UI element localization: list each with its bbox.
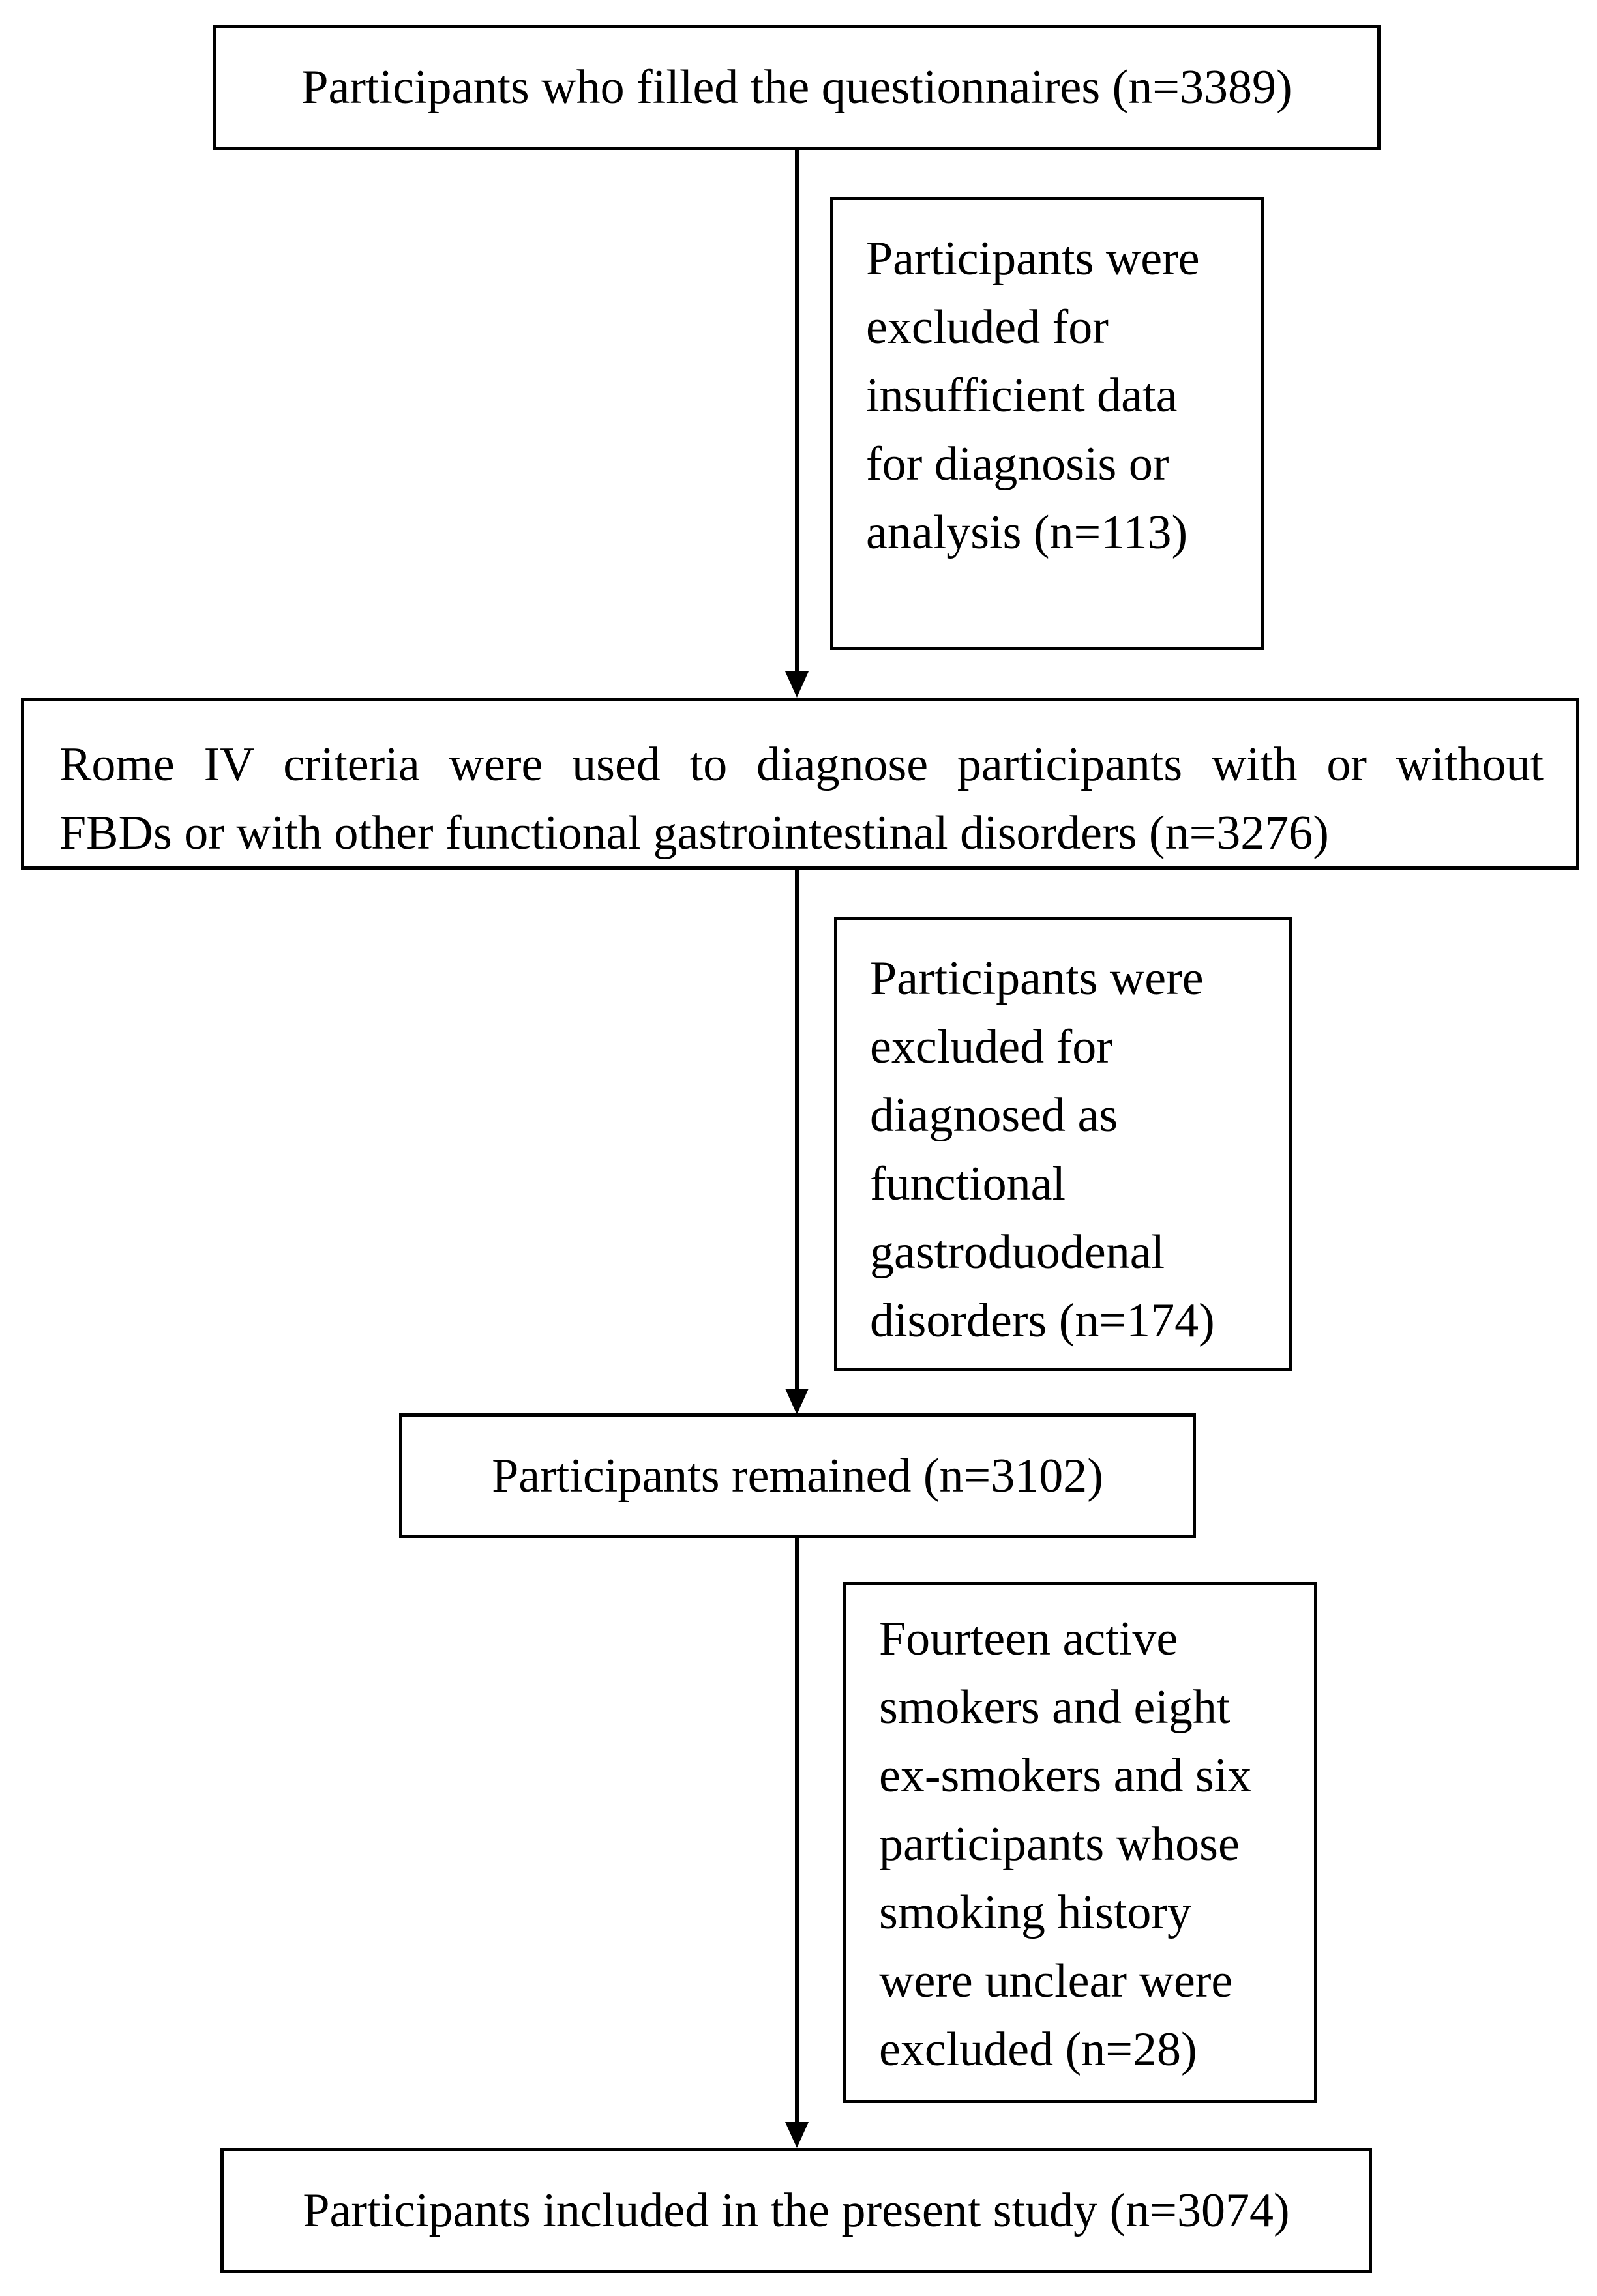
exclusion-box-1: Participants were excluded for insuffici… — [830, 197, 1264, 650]
start-box-text: Participants who filled the questionnair… — [301, 60, 1292, 114]
exclusion-1-line: analysis (n=113) — [866, 506, 1188, 559]
exclusion-1-line: Participants were — [866, 232, 1200, 286]
exclusion-3-line: participants whose — [879, 1818, 1240, 1871]
diagnosis-box: Rome IV criteria were used to diagnose p… — [21, 698, 1579, 870]
exclusion-3-line: excluded (n=28) — [879, 2023, 1197, 2076]
arrow-diagnosis-to-remained — [785, 868, 809, 1415]
exclusion-3-line: smokers and eight — [879, 1681, 1231, 1734]
exclusion-1-line: insufficient data — [866, 369, 1178, 422]
exclusion-2-line: gastroduodenal — [870, 1226, 1165, 1279]
exclusion-3-line: smoking history — [879, 1886, 1191, 1939]
final-box-text: Participants included in the present stu… — [303, 2183, 1290, 2237]
exclusion-3-line: were unclear were — [879, 1954, 1233, 2008]
exclusion-3-line: ex-smokers and six — [879, 1749, 1252, 1803]
start-box: Participants who filled the questionnair… — [213, 25, 1381, 150]
remained-box-text: Participants remained (n=3102) — [492, 1449, 1103, 1503]
exclusion-3-line: Fourteen active — [879, 1612, 1178, 1666]
remained-box: Participants remained (n=3102) — [399, 1413, 1196, 1538]
exclusion-1-line: excluded for — [866, 301, 1109, 354]
exclusion-2-line: disorders (n=174) — [870, 1294, 1215, 1347]
diagnosis-line-1: Rome IV criteria were used to diagnose p… — [59, 738, 1544, 791]
exclusion-box-3: Fourteen active smokers and eight ex-smo… — [843, 1582, 1317, 2103]
exclusion-2-line: diagnosed as — [870, 1089, 1118, 1142]
exclusion-box-2: Participants were excluded for diagnosed… — [834, 917, 1292, 1371]
arrow-start-to-diagnosis — [785, 149, 809, 698]
exclusion-1-line: for diagnosis or — [866, 437, 1169, 491]
final-box: Participants included in the present stu… — [220, 2148, 1372, 2273]
exclusion-2-line: functional — [870, 1157, 1066, 1211]
exclusion-2-line: Participants were — [870, 952, 1204, 1005]
arrow-remained-to-final — [785, 1538, 809, 2148]
diagnosis-line-2: FBDs or with other functional gastrointe… — [59, 806, 1329, 860]
exclusion-2-line: excluded for — [870, 1020, 1112, 1074]
